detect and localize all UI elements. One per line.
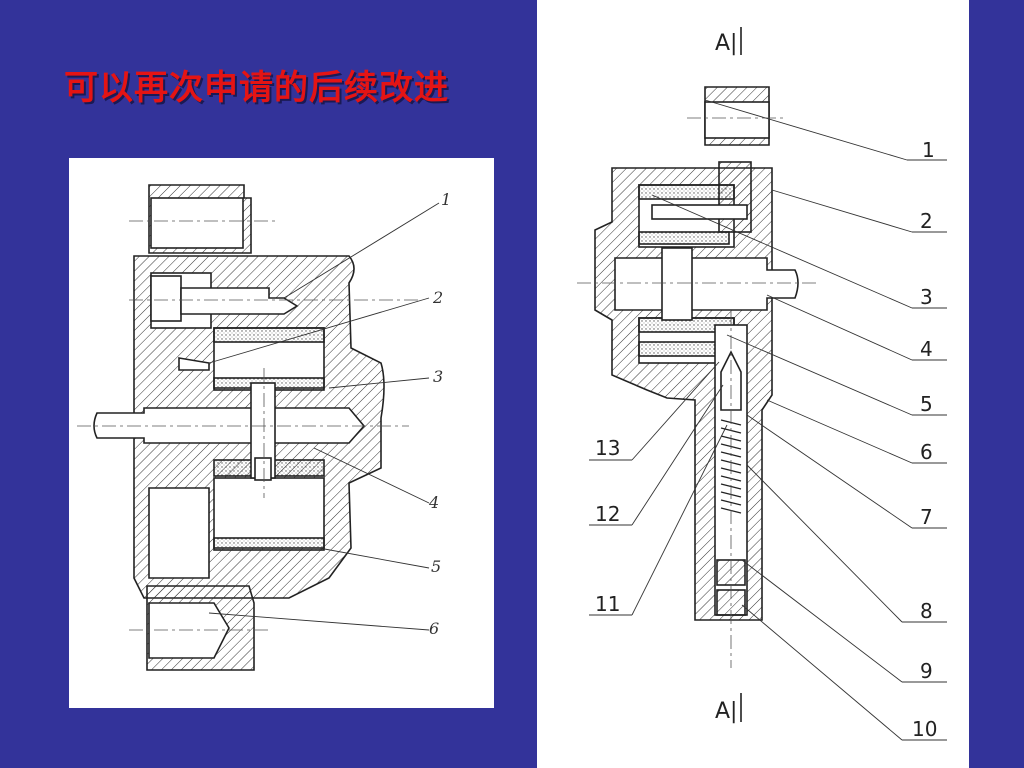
left-label-6: 6 bbox=[429, 619, 439, 638]
right-label-3: 3 bbox=[920, 285, 933, 309]
slide-title: 可以再次申请的后续改进 bbox=[64, 68, 449, 108]
right-label-9: 9 bbox=[920, 659, 933, 683]
left-cross-section-drawing: 1 2 3 4 5 6 bbox=[77, 184, 451, 671]
left-label-4: 4 bbox=[428, 493, 439, 512]
shaft bbox=[614, 257, 799, 311]
right-cross-section-panel: A| A| 1 2 3 4 5 6 7 8 9 10 13 12 11 bbox=[537, 0, 969, 768]
right-label-12: 12 bbox=[595, 502, 620, 526]
shaft bbox=[93, 407, 366, 444]
left-label-3: 3 bbox=[433, 367, 443, 386]
right-label-5: 5 bbox=[920, 392, 933, 416]
right-label-4: 4 bbox=[920, 337, 933, 361]
section-mark-bottom: A| bbox=[715, 699, 737, 724]
left-label-1: 1 bbox=[441, 190, 451, 209]
right-label-1: 1 bbox=[922, 138, 935, 162]
right-label-7: 7 bbox=[920, 505, 933, 529]
right-label-8: 8 bbox=[920, 599, 933, 623]
right-label-2: 2 bbox=[920, 209, 933, 233]
right-cross-section-drawing: A| A| 1 2 3 4 5 6 7 8 9 10 13 12 11 bbox=[577, 27, 947, 741]
left-label-2: 2 bbox=[432, 288, 443, 307]
right-label-13: 13 bbox=[595, 436, 620, 460]
left-label-5: 5 bbox=[431, 557, 441, 576]
left-cross-section-panel: 1 2 3 4 5 6 bbox=[69, 158, 494, 708]
right-label-10: 10 bbox=[912, 717, 937, 741]
right-label-11: 11 bbox=[595, 592, 620, 616]
section-mark-top: A| bbox=[715, 31, 737, 56]
right-label-6: 6 bbox=[920, 440, 933, 464]
